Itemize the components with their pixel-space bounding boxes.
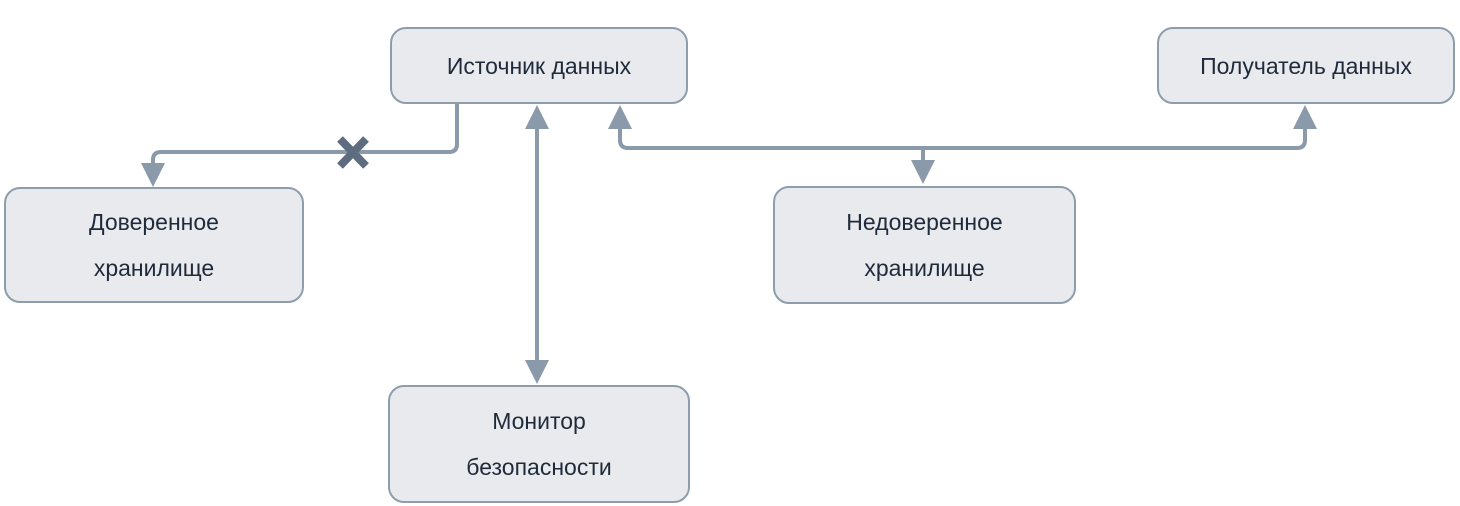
- edge-trunk-source-untrusted-receiver: [618, 126, 1307, 150]
- node-trusted-storage: Доверенное хранилище: [4, 187, 304, 303]
- arrowhead-into-untrusted-icon: [911, 160, 935, 184]
- node-security-monitor-label: Монитор безопасности: [466, 408, 612, 480]
- edge-source-to-trusted: [151, 104, 459, 166]
- arrowhead-into-monitor-icon: [525, 360, 549, 384]
- node-untrusted-storage: Недоверенное хранилище: [773, 186, 1076, 304]
- arrowhead-into-trusted-icon: [141, 163, 165, 187]
- node-data-source: Источник данных: [390, 27, 688, 104]
- node-data-receiver: Получатель данных: [1157, 27, 1455, 104]
- node-security-monitor: Монитор безопасности: [388, 385, 690, 503]
- node-data-source-label: Источник данных: [446, 52, 632, 79]
- node-data-receiver-label: Получатель данных: [1200, 52, 1412, 79]
- node-trusted-storage-label: Доверенное хранилище: [89, 209, 219, 281]
- node-untrusted-storage-label: Недоверенное хранилище: [846, 209, 1003, 281]
- arrowhead-into-receiver-icon: [1293, 105, 1317, 129]
- arrowhead-into-source-right-icon: [608, 105, 632, 129]
- blocked-x-icon: [337, 136, 369, 169]
- arrowhead-into-source-left-icon: [525, 105, 549, 129]
